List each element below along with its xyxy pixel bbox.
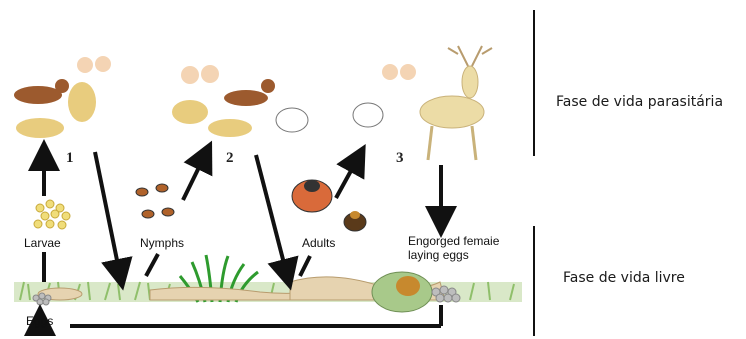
stage-3-number: 3	[396, 150, 404, 167]
adults-label: Adults	[302, 236, 335, 250]
divider-upper	[533, 10, 535, 156]
parasitic-phase-label: Fase de vida parasitária	[556, 94, 723, 110]
nymphs-label: Nymphs	[140, 236, 184, 250]
nymphs-cluster	[136, 184, 174, 218]
engorged-label-line2: laying eggs	[408, 248, 469, 262]
eggs-label: Eggs	[26, 314, 53, 328]
adult-ticks	[292, 180, 366, 231]
stage2-hosts	[172, 65, 308, 137]
free-living-phase-label: Fase de vida livre	[563, 270, 685, 286]
larvae-cluster	[34, 200, 70, 229]
stage3-hosts	[353, 46, 492, 160]
engorged-label-line1: Engorged femaie	[408, 234, 499, 248]
divider-lower	[533, 226, 535, 336]
stage-2-number: 2	[226, 150, 234, 167]
stage-1-number: 1	[66, 150, 74, 167]
larvae-label: Larvae	[24, 236, 61, 250]
stage1-hosts	[14, 56, 111, 138]
grass-strip	[14, 255, 522, 312]
